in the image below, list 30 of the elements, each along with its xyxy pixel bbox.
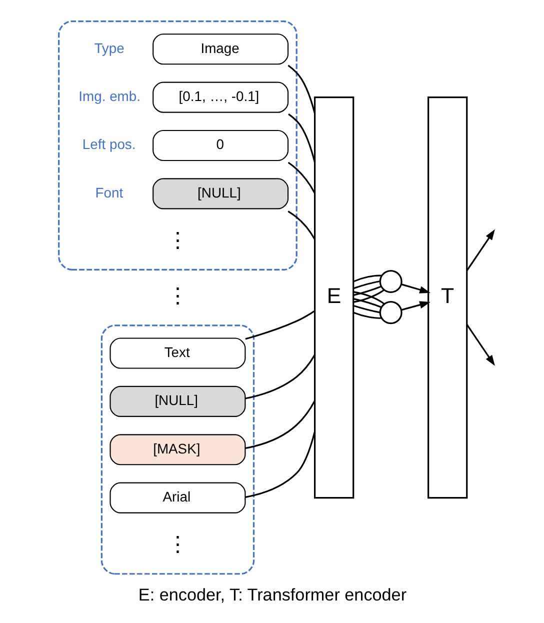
connector bbox=[352, 286, 381, 296]
connector bbox=[352, 298, 382, 308]
connector bbox=[244, 400, 315, 450]
label: ⋮ bbox=[166, 228, 188, 252]
connector bbox=[352, 274, 382, 282]
arrow bbox=[466, 229, 494, 272]
label: ⋮ bbox=[166, 532, 188, 556]
node-box: E bbox=[314, 96, 354, 499]
node-box: T bbox=[427, 96, 468, 499]
label: ⋮ bbox=[166, 284, 188, 308]
connector bbox=[287, 64, 316, 114]
arrow bbox=[400, 301, 430, 311]
connector bbox=[244, 432, 315, 498]
connector bbox=[244, 310, 315, 340]
node-label: Img. emb. bbox=[78, 88, 140, 104]
connector bbox=[352, 312, 381, 319]
node-circle bbox=[378, 301, 402, 324]
node-label: Font bbox=[94, 184, 123, 200]
arrow bbox=[466, 324, 494, 366]
node-label: Left pos. bbox=[82, 136, 136, 152]
caption: E: encoder, T: Transformer encoder bbox=[138, 584, 406, 604]
node-circle bbox=[378, 270, 402, 294]
arrow bbox=[400, 284, 430, 294]
cluster bbox=[58, 20, 297, 271]
connector bbox=[244, 354, 315, 400]
connector bbox=[352, 280, 380, 290]
connector bbox=[352, 304, 380, 314]
cluster bbox=[100, 324, 254, 575]
connector bbox=[288, 113, 315, 162]
node-label: Type bbox=[94, 40, 124, 56]
